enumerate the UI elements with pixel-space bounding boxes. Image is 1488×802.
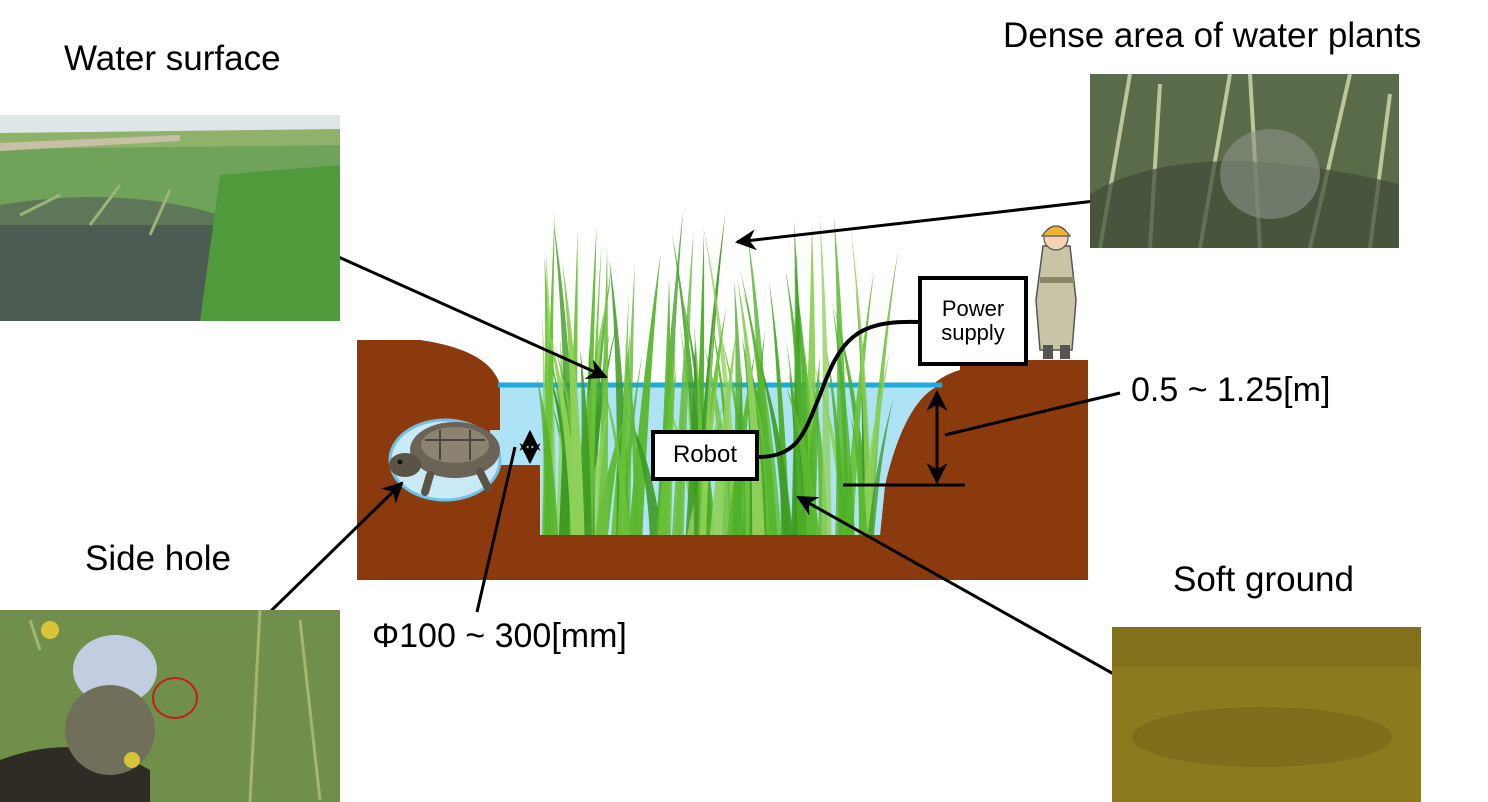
power-supply-label: Power supply (941, 295, 1005, 345)
reed-blade (743, 290, 782, 535)
reed-blade (850, 414, 868, 535)
reed-blade (558, 361, 570, 535)
robot-label: Robot (672, 441, 738, 469)
label-soft-ground: Soft ground (1173, 560, 1354, 599)
reed-blade (586, 243, 602, 535)
soil-ground (357, 340, 1088, 580)
reed-blade (867, 397, 894, 535)
label-water-surface: Water surface (64, 39, 281, 78)
reed-blade (843, 269, 875, 535)
reed-blade (819, 214, 832, 536)
photo-side-hole (0, 610, 340, 802)
reed-blade (786, 341, 805, 535)
turtle-icon (389, 422, 500, 496)
photo-dense-plants (1090, 74, 1399, 248)
reed-blade (601, 380, 630, 535)
reed-blade (562, 261, 585, 535)
reed-blade (624, 340, 642, 535)
reed-blade (536, 376, 559, 535)
reed-blade (754, 347, 793, 535)
power-supply-box: Power supply (918, 276, 1028, 366)
label-side-hole: Side hole (85, 539, 231, 578)
reed-blade (832, 303, 855, 535)
tether-cable (757, 319, 919, 459)
photo-soft-ground (1112, 627, 1421, 802)
label-depth: 0.5 ~ 1.25[m] (1131, 371, 1331, 409)
arrow-soft-ground (796, 495, 1161, 702)
photo-water-surface (0, 115, 340, 321)
hole-diameter-leader (475, 446, 517, 613)
reed-blade (824, 342, 847, 535)
power-supply-line2: supply (941, 320, 1005, 345)
operator-person-icon (1035, 225, 1077, 359)
reed-blade (624, 409, 662, 535)
reed-blade (850, 227, 874, 535)
robot-box: Robot (651, 430, 759, 481)
label-dense-plants: Dense area of water plants (1003, 16, 1422, 55)
label-hole-diameter: Φ100 ~ 300[mm] (372, 617, 627, 655)
power-supply-line1: Power (941, 295, 1005, 321)
depth-leader (944, 391, 1121, 437)
